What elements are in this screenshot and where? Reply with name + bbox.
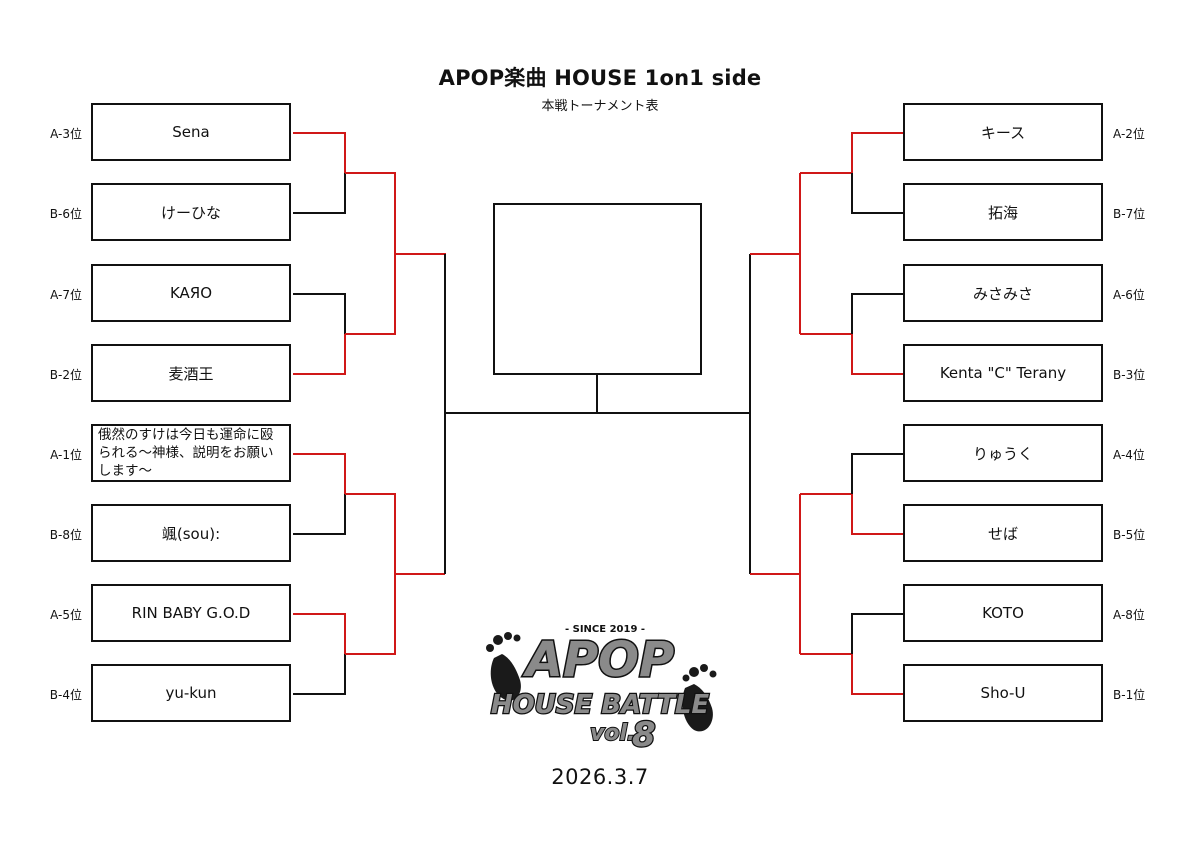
line-r-r1-8-win: [851, 654, 903, 695]
right-seed-5: A-4位: [1113, 448, 1145, 462]
line-l-r2-2: [345, 254, 396, 335]
left-seed-6: B-8位: [49, 528, 82, 542]
right-seed-7: A-8位: [1113, 608, 1145, 622]
left-seed-1: A-3位: [50, 127, 82, 141]
champion-box: [493, 203, 702, 375]
line-r-r1-7: [851, 613, 903, 654]
line-l-r1-5-win: [293, 453, 346, 494]
right-seed-2: B-7位: [1113, 207, 1146, 221]
line-l-r3-1-win: [395, 253, 446, 413]
right-entry-4: Kenta "C" Terany: [903, 344, 1103, 402]
right-entry-6: せば: [903, 504, 1103, 562]
line-r-r1-1-win: [851, 132, 903, 173]
left-entry-6: 颯(sou):: [91, 504, 291, 562]
line-r-r1-6-win: [851, 494, 903, 535]
line-l-r1-2: [293, 173, 346, 214]
left-seed-4: B-2位: [49, 368, 82, 382]
line-l-r1-4-win: [293, 334, 346, 375]
page-title: APOP楽曲 HOUSE 1on1 side: [438, 66, 762, 90]
line-l-r1-8: [293, 654, 346, 695]
left-seed-2: B-6位: [49, 207, 82, 221]
right-seed-6: B-5位: [1113, 528, 1146, 542]
right-seed-4: B-3位: [1113, 368, 1146, 382]
page-subtitle: 本戦トーナメント表: [541, 99, 659, 114]
logo-sub: HOUSE BATTLE: [491, 690, 710, 720]
line-l-r2-3: [345, 493, 396, 574]
event-date: 2026.3.7: [551, 765, 649, 789]
footprint-left-icon: [486, 632, 521, 701]
left-entry-7: RIN BABY G.O.D: [91, 584, 291, 642]
line-l-r1-3: [293, 293, 346, 334]
left-entry-3: KAЯO: [91, 264, 291, 322]
line-l-r1-1-win: [293, 132, 346, 173]
logo-since: - SINCE 2019 -: [565, 624, 645, 635]
right-entry-2: 拓海: [903, 183, 1103, 241]
right-entry-1: キース: [903, 103, 1103, 161]
right-entry-5: りゅうく: [903, 424, 1103, 482]
right-seed-3: A-6位: [1113, 288, 1145, 302]
line-l-r1-6: [293, 494, 346, 535]
line-r-r1-5: [851, 453, 903, 494]
left-entry-5: 俄然のすけは今日も運命に殴られる〜神様、説明をお願いします〜: [91, 424, 291, 482]
right-seed-1: A-2位: [1113, 127, 1145, 141]
left-entry-8: yu-kun: [91, 664, 291, 722]
line-l-r1-7-win: [293, 613, 346, 654]
right-seed-8: B-1位: [1113, 688, 1146, 702]
line-l-r2-1-win: [345, 172, 396, 254]
line-r-r1-4-win: [851, 334, 903, 375]
left-seed-7: A-5位: [50, 608, 82, 622]
line-l-r2-4: [345, 574, 396, 655]
left-entry-2: けーひな: [91, 183, 291, 241]
left-seed-8: B-4位: [49, 688, 82, 702]
logo-vol: vol.: [590, 721, 635, 746]
right-entry-8: Sho-U: [903, 664, 1103, 722]
line-r-r1-2: [851, 173, 903, 214]
footprint-right-icon: [682, 664, 717, 732]
line-r-r1-3: [851, 293, 903, 334]
right-entry-3: みさみさ: [903, 264, 1103, 322]
left-seed-3: A-7位: [50, 288, 82, 302]
logo-num: 8: [632, 715, 656, 755]
left-entry-1: Sena: [91, 103, 291, 161]
right-entry-7: KOTO: [903, 584, 1103, 642]
event-logo: - SINCE 2019 - APOP HOUSE BATTLE vol. 8: [486, 624, 717, 756]
left-entry-4: 麦酒王: [91, 344, 291, 402]
left-seed-5: A-1位: [50, 448, 82, 462]
logo-main: APOP: [522, 632, 674, 688]
